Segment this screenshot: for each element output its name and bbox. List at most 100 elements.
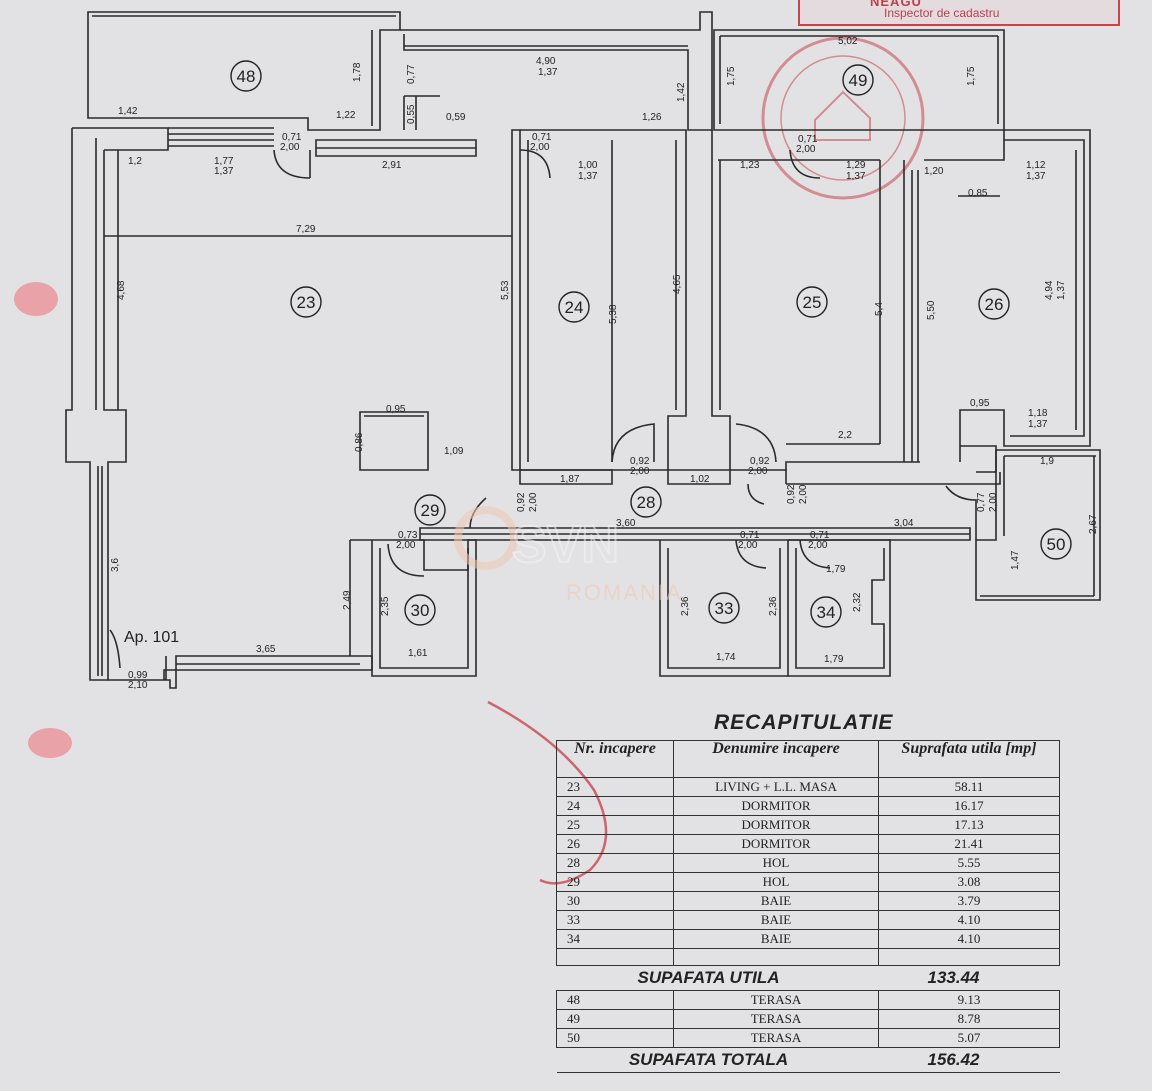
dimension-label: 5,02 (838, 36, 858, 47)
row-name: BAIE (673, 910, 879, 930)
row-area: 4.10 (878, 910, 1060, 930)
dimension-label: 0,77 (976, 492, 987, 512)
dimension-label: 3,6 (110, 558, 121, 572)
dimension-label: 1,18 (1028, 408, 1048, 419)
room-number-28: 28 (637, 493, 656, 512)
room-number-50: 50 (1047, 535, 1066, 554)
dimension-label: 4,90 (536, 56, 556, 67)
dimension-label: 1,26 (642, 112, 662, 123)
dimension-label: 2,00 (988, 492, 999, 512)
dimension-label: 1,09 (444, 446, 464, 457)
dimension-label: 1,77 (214, 156, 234, 167)
row-nr: 24 (556, 796, 674, 816)
dimension-label: 2,10 (128, 680, 148, 691)
room-number-30: 30 (411, 601, 430, 620)
dimension-label: 2,00 (738, 540, 758, 551)
watermark-brand: SVN (512, 516, 619, 574)
dimension-label: 1,37 (1028, 419, 1048, 430)
recap-title: RECAPITULATIE (714, 711, 894, 734)
dimension-label: 2,00 (808, 540, 828, 551)
dimension-label: 2,49 (342, 590, 353, 610)
dimension-label: 5,38 (608, 304, 619, 324)
dimension-label: 1,79 (826, 564, 846, 575)
row-area: 8.78 (878, 1009, 1060, 1029)
row-area: 3.08 (878, 872, 1060, 892)
row-name: LIVING + L.L. MASA (673, 777, 879, 797)
dimension-label: 1,2 (128, 156, 142, 167)
dimension-label: 1,75 (966, 66, 977, 86)
room-number-23: 23 (297, 293, 316, 312)
row-area: 16.17 (878, 796, 1060, 816)
dimension-label: 0,71 (740, 530, 760, 541)
dimension-label: 2,00 (528, 492, 539, 512)
dimension-label: 0,73 (398, 530, 418, 541)
dimension-label: 5,53 (500, 280, 511, 300)
dimension-label: 0,71 (798, 134, 818, 145)
dimension-label: 4,65 (672, 274, 683, 294)
room-number-34: 34 (817, 603, 836, 622)
dimension-label: 1,47 (1010, 550, 1021, 570)
dimension-label: 1,42 (676, 82, 687, 102)
room-number-49: 49 (849, 71, 868, 90)
row-name: TERASA (673, 1009, 879, 1029)
dimension-label: 3,65 (256, 644, 276, 655)
dimension-label: 0,92 (516, 492, 527, 512)
dimension-label: 2,00 (530, 142, 550, 153)
row-nr: 49 (556, 1009, 674, 1029)
row-name: BAIE (673, 929, 879, 949)
dimension-label: 2,67 (1088, 514, 1099, 534)
dimension-label: 0,92 (750, 456, 770, 467)
dimension-label: 2,00 (396, 540, 416, 551)
row-nr: 25 (556, 815, 674, 835)
dimension-label: 2,2 (838, 430, 852, 441)
dimension-label: 2,35 (380, 596, 391, 616)
room-number-33: 33 (715, 599, 734, 618)
dimension-label: 7,29 (296, 224, 316, 235)
row-nr: 23 (556, 777, 674, 797)
dimension-label: 1,37 (1056, 280, 1067, 300)
row-nr: 26 (556, 834, 674, 854)
row-area: 9.13 (878, 990, 1060, 1010)
header-nr: Nr. incapere (556, 740, 674, 778)
pink-mark (28, 728, 72, 758)
dimension-label: 0,92 (786, 484, 797, 504)
dimension-label: 4,68 (116, 280, 127, 300)
row-nr: 48 (556, 990, 674, 1010)
recap-table: Nr. incapere Denumire incapere Suprafata… (556, 740, 1060, 1073)
dimension-label: 1,12 (1026, 160, 1046, 171)
row-name: BAIE (673, 891, 879, 911)
dimension-label: 0,85 (968, 188, 988, 199)
row-area: 21.41 (878, 834, 1060, 854)
apartment-label: Ap. 101 (124, 629, 179, 646)
dimension-label: 0,71 (282, 132, 302, 143)
room-number-26: 26 (985, 295, 1004, 314)
dimension-label: 2,00 (280, 142, 300, 153)
sum-totala-value: 156.42 (927, 1050, 980, 1069)
inspector-stamp-box (798, 0, 1120, 26)
room-number-24: 24 (565, 298, 584, 317)
dimension-label: 0,71 (810, 530, 830, 541)
dimension-label: 1,20 (924, 166, 944, 177)
row-area: 5.07 (878, 1028, 1060, 1048)
dimension-label: 2,00 (748, 466, 768, 477)
room-number-48: 48 (237, 67, 256, 86)
dimension-label: 1,37 (578, 171, 598, 182)
row-nr: 30 (556, 891, 674, 911)
dimension-label: 2,00 (796, 144, 816, 155)
dimension-label: 1,02 (690, 474, 710, 485)
sum-utila-label: SUPAFATA UTILA (637, 968, 780, 987)
row-name: DORMITOR (673, 834, 879, 854)
row-name: DORMITOR (673, 815, 879, 835)
row-name: DORMITOR (673, 796, 879, 816)
row-name: HOL (673, 872, 879, 892)
dimension-label: 1,61 (408, 648, 428, 659)
row-name: TERASA (673, 990, 879, 1010)
